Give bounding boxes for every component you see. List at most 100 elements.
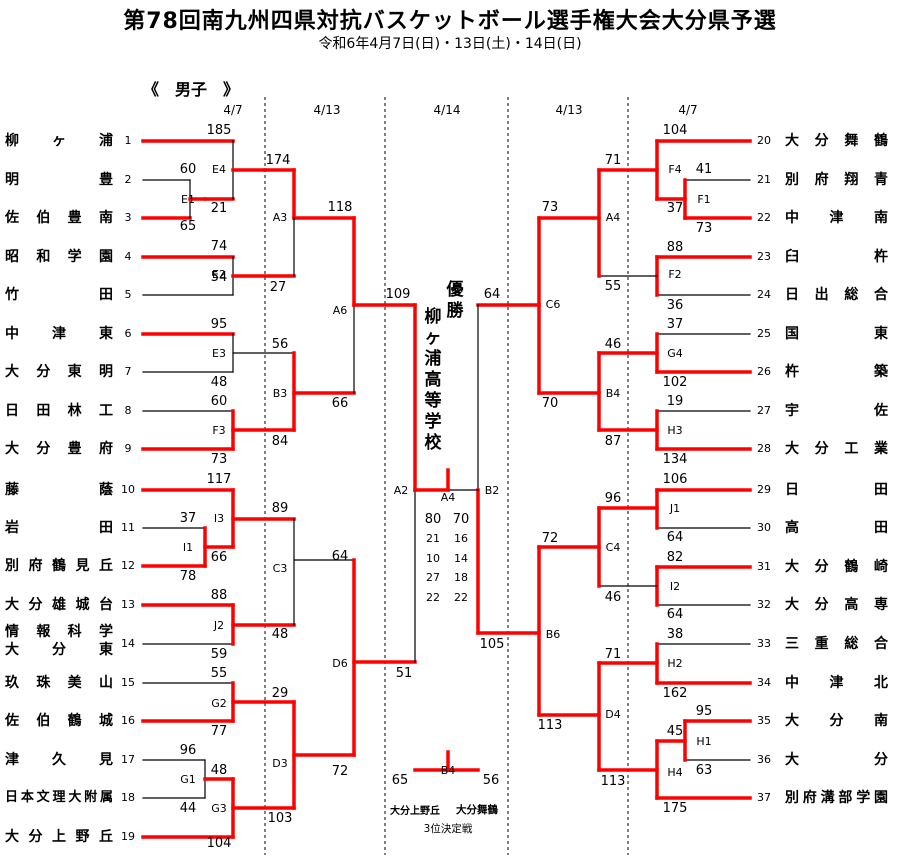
- match-label: E3: [212, 347, 226, 360]
- match-label: A2: [393, 484, 409, 497]
- final-score: 70: [452, 512, 470, 527]
- match-label: I2: [669, 580, 681, 593]
- match-label: A4: [440, 491, 456, 504]
- team-seed: 17: [121, 753, 135, 766]
- team-seed: 4: [124, 250, 132, 263]
- champion-name: 高: [424, 370, 442, 390]
- team-name: 日出総合: [785, 287, 888, 303]
- score: 84: [271, 434, 289, 449]
- team-name: 杵築: [785, 364, 888, 380]
- team-seed: 19: [121, 830, 135, 843]
- score: 74: [210, 239, 228, 254]
- match-label: C4: [605, 541, 621, 554]
- team-name: 大分: [785, 752, 888, 768]
- score: 89: [271, 501, 289, 516]
- score: 60: [210, 394, 228, 409]
- match-label: H2: [667, 657, 683, 670]
- score: 29: [271, 686, 289, 701]
- score: 45: [666, 724, 684, 739]
- final-score: 21: [426, 532, 440, 545]
- team-name: 宇佐: [785, 403, 888, 419]
- team-seed: 12: [121, 559, 135, 572]
- team-name: 佐伯豊南: [5, 210, 113, 226]
- score: 60: [179, 162, 197, 177]
- team-seed: 3: [124, 211, 132, 224]
- team-name: 別府鶴見丘: [5, 558, 113, 574]
- score: 88: [666, 240, 684, 255]
- score: 65: [179, 219, 197, 234]
- final-score: 14: [454, 552, 468, 565]
- match-label: A6: [332, 304, 348, 317]
- score: 44: [179, 801, 197, 816]
- score: 37: [666, 201, 684, 216]
- team-name: 津久見: [5, 752, 113, 768]
- round-date: 4/7: [223, 103, 243, 117]
- round-date: 4/13: [313, 103, 341, 117]
- score: 174: [265, 153, 291, 168]
- score: 72: [541, 531, 559, 546]
- score: 71: [604, 153, 622, 168]
- score: 66: [210, 550, 228, 565]
- team-seed: 10: [121, 483, 135, 496]
- team-seed: 25: [757, 327, 771, 340]
- score: 71: [604, 647, 622, 662]
- team-name: 高田: [785, 520, 888, 536]
- match-label: B2: [484, 484, 500, 497]
- team-name: 大分南: [785, 713, 888, 729]
- match-label: H4: [667, 766, 683, 779]
- match-label: F1: [697, 193, 711, 206]
- match-label: J2: [213, 619, 225, 632]
- team-seed: 2: [124, 173, 132, 186]
- match-label: F2: [668, 268, 682, 281]
- score: 106: [662, 472, 688, 487]
- team-seed: 23: [757, 250, 771, 263]
- team-seed: 11: [121, 521, 135, 534]
- score: 51: [395, 666, 413, 681]
- team-seed: 13: [121, 598, 135, 611]
- champion-heading: 優: [446, 280, 464, 300]
- final-score: 80: [424, 512, 442, 527]
- score: 95: [210, 317, 228, 332]
- round-date: 4/13: [555, 103, 583, 117]
- score: 102: [662, 375, 688, 390]
- team-seed: 29: [757, 483, 771, 496]
- match-label: G3: [211, 802, 227, 815]
- team-seed: 36: [757, 753, 771, 766]
- score: 134: [662, 452, 688, 467]
- score: 64: [666, 607, 684, 622]
- match-label: H3: [667, 424, 683, 437]
- score: 46: [604, 337, 622, 352]
- team-seed: 31: [757, 560, 771, 573]
- team-name: 中津東: [5, 326, 113, 342]
- match-label: I3: [213, 512, 225, 525]
- team-name: 日本文理大附属: [5, 790, 113, 805]
- team-name: 三重総合: [785, 636, 888, 652]
- team-seed: 27: [757, 404, 771, 417]
- score: 87: [604, 434, 622, 449]
- match-label: E4: [212, 163, 226, 176]
- score: 55: [604, 279, 622, 294]
- match-label: B4: [440, 764, 456, 777]
- team-seed: 15: [121, 676, 135, 689]
- score: 48: [271, 627, 289, 642]
- champion-name: ヶ: [424, 328, 442, 348]
- team-name: 藤蔭: [5, 482, 113, 498]
- team-name: 大分舞鶴: [785, 133, 888, 149]
- team-name: 臼杵: [785, 249, 888, 265]
- team-seed: 32: [757, 598, 771, 611]
- match-label: B6: [545, 628, 561, 641]
- score: 78: [179, 569, 197, 584]
- score: 64: [331, 549, 349, 564]
- score: 19: [666, 394, 684, 409]
- score: 96: [179, 743, 197, 758]
- score: 59: [210, 647, 228, 662]
- team-seed: 7: [124, 365, 132, 378]
- score: 77: [210, 724, 228, 739]
- score: 103: [267, 811, 293, 826]
- score: 113: [537, 718, 563, 733]
- team-seed: 14: [121, 637, 135, 650]
- match-label: H1: [696, 735, 712, 748]
- score: 63: [695, 763, 713, 778]
- team-name: 国東: [785, 326, 888, 342]
